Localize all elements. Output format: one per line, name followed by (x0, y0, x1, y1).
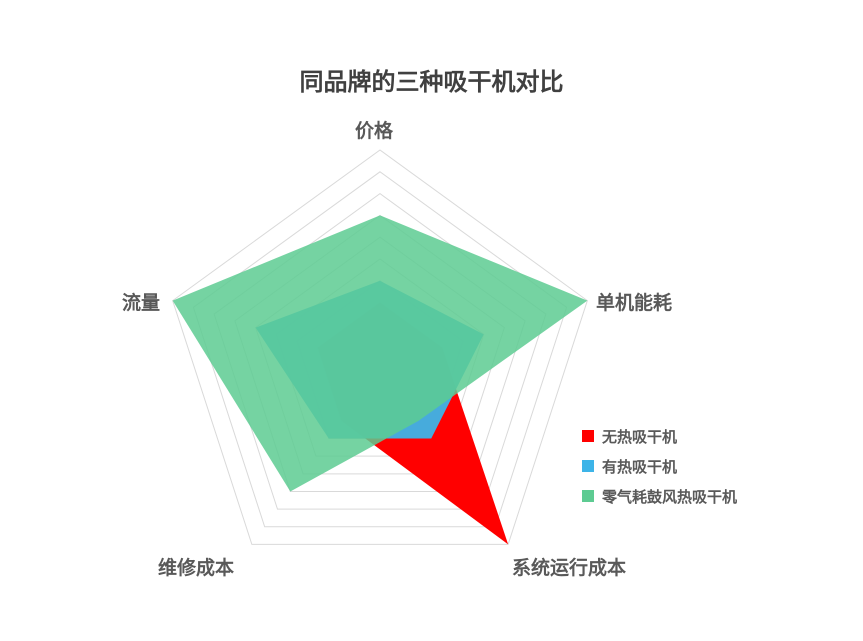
legend-label: 无热吸干机 (602, 427, 678, 446)
axis-label-maintenance: 维修成本 (158, 557, 235, 579)
axis-label-price: 价格 (355, 120, 394, 142)
legend-item-heated: 有热吸干机 (582, 451, 737, 481)
axis-label-running-cost: 系统运行成本 (512, 557, 627, 579)
legend-label: 零气耗鼓风热吸干机 (602, 487, 738, 506)
legend-item-heatless: 无热吸干机 (582, 421, 737, 451)
axis-label-flow: 流量 (122, 292, 161, 314)
axis-label-energy: 单机能耗 (596, 292, 673, 314)
legend-label: 有热吸干机 (602, 457, 678, 476)
legend-swatch-red (582, 430, 594, 442)
chart-title: 同品牌的三种吸干机对比 (299, 68, 564, 96)
legend-item-blower: 零气耗鼓风热吸干机 (582, 481, 737, 511)
radar-series (172, 215, 588, 545)
grid-ring (172, 149, 588, 545)
series-polygon (172, 215, 588, 492)
legend: 无热吸干机 有热吸干机 零气耗鼓风热吸干机 (582, 421, 737, 511)
legend-swatch-green (582, 490, 594, 502)
legend-swatch-blue (582, 460, 594, 472)
